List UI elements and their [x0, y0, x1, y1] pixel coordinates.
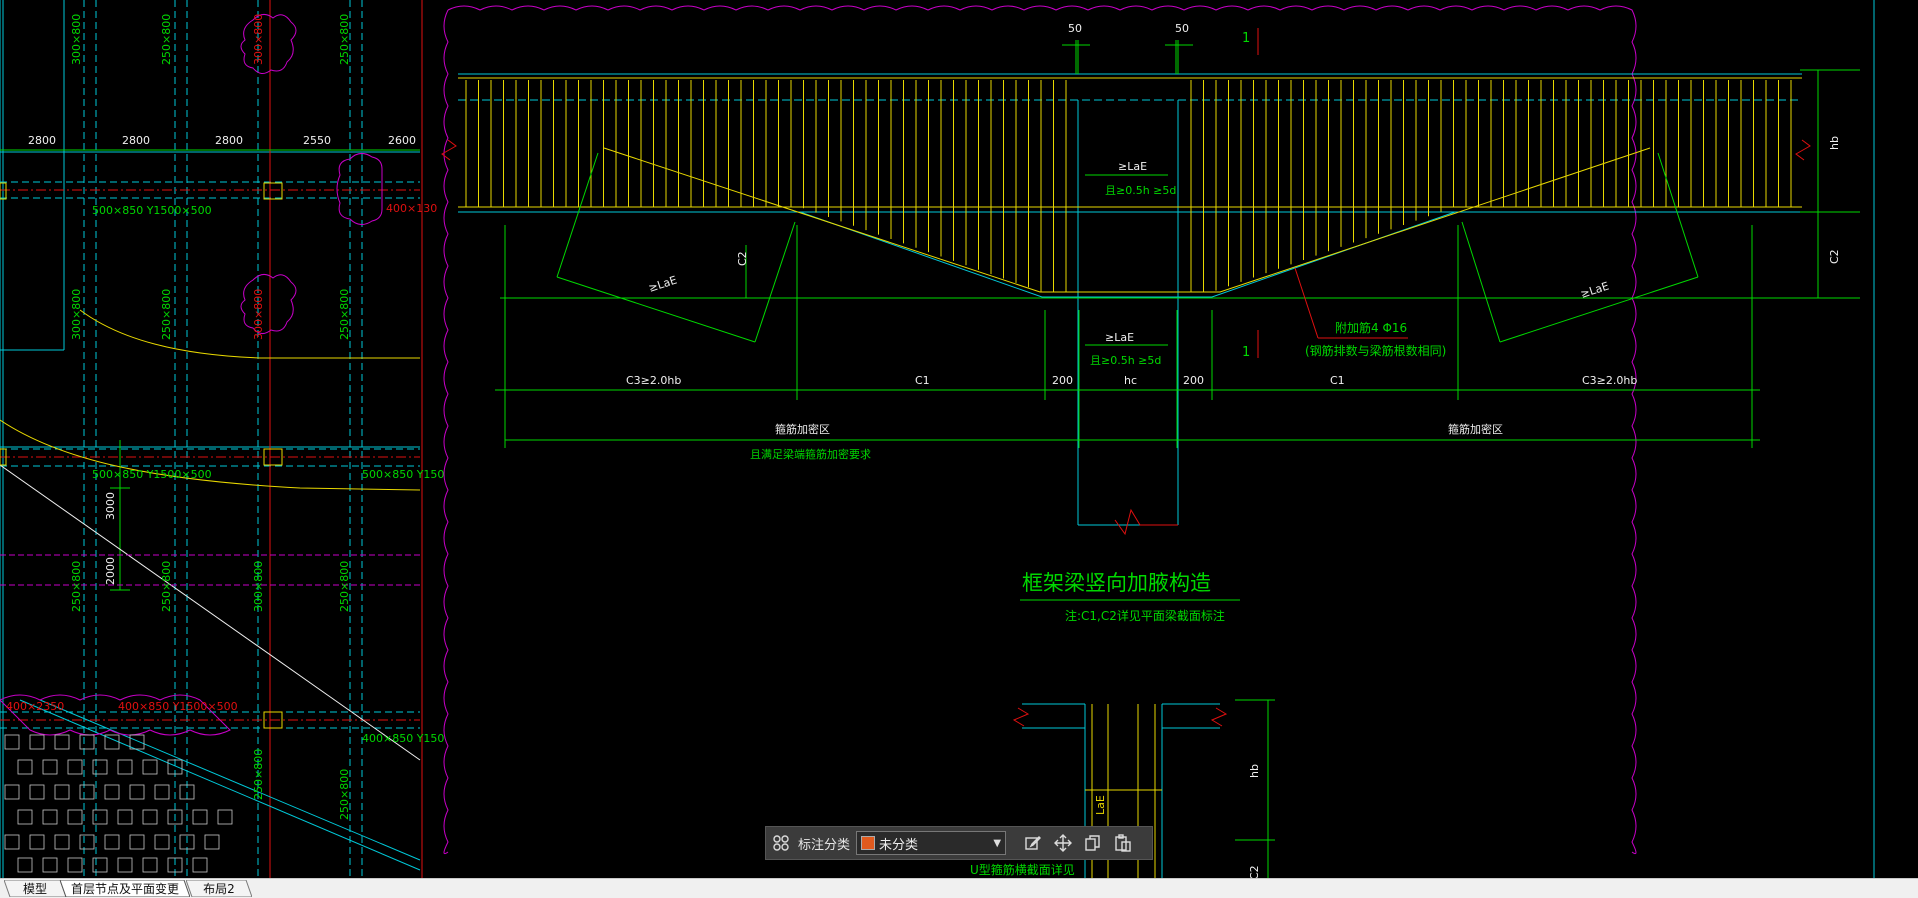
dim-c1-left: C1	[915, 374, 930, 387]
plan-label: 250×800	[160, 561, 173, 612]
plan-label: 250×800	[338, 289, 351, 340]
left-plan-labels: 300×800 250×800 300×800 250×800 2800 280…	[6, 14, 444, 820]
plan-label: 250×800	[252, 749, 265, 800]
tab-model[interactable]: 模型	[4, 880, 66, 897]
hb-label: hb	[1828, 136, 1841, 150]
grid-icon[interactable]	[766, 828, 796, 858]
plan-span: 2800	[28, 134, 56, 147]
left-plan	[0, 0, 423, 878]
annotation-category-label: 标注分类	[798, 837, 851, 853]
chevron-down-icon: ▼	[993, 837, 1002, 849]
tab-layout2[interactable]: 布局2	[186, 880, 252, 897]
cad-drawing-canvas[interactable]: 300×800 250×800 300×800 250×800 2800 280…	[0, 0, 1918, 878]
beam-tag: 400×850 Y150	[362, 732, 444, 745]
plan-span: 2800	[122, 134, 150, 147]
plan-span: 2600	[388, 134, 416, 147]
cad-drawing: 300×800 250×800 300×800 250×800 2800 280…	[0, 0, 1875, 878]
plan-label: 300×800	[70, 289, 83, 340]
lae-top-note: 且≥0.5h ≥5d	[1105, 184, 1176, 197]
plan-span: 2550	[303, 134, 331, 147]
copy-icon[interactable]	[1078, 828, 1108, 858]
layout-tab-bar: 模型 首层节点及平面变更 布局2	[0, 878, 1918, 898]
detail-labels: 50 50 1 1 hb C2 C2 ≥LaE 且≥0.5h ≥5d ≥LaE …	[626, 22, 1841, 878]
plan-dim: 3000	[104, 492, 117, 520]
section-mark-top: 1	[1242, 31, 1250, 46]
zone-left: 箍筋加密区	[775, 422, 830, 436]
detail-title: 框架梁竖向加腋构造	[1022, 571, 1211, 595]
plan-label: 250×800	[338, 769, 351, 820]
beam-haunch-detail	[441, 28, 1860, 878]
plan-label: 300×800	[70, 14, 83, 65]
dim-200-left: 200	[1052, 374, 1073, 387]
beam-tag: 500×850 Y150	[362, 468, 444, 481]
plan-label: 300×800	[252, 561, 265, 612]
plan-dim: 2000	[104, 557, 117, 585]
beam-tag: 400×850 Y1500×500	[118, 700, 238, 713]
plan-label: 300×800	[252, 289, 265, 340]
beam-tag: 400×2350	[6, 700, 64, 713]
plan-label: 300×800	[252, 14, 265, 65]
paste-icon[interactable]	[1108, 828, 1138, 858]
dim-hc: hc	[1124, 374, 1137, 387]
zone-right: 箍筋加密区	[1448, 422, 1503, 436]
dim-50-left: 50	[1068, 22, 1082, 35]
plan-label: 250×800	[70, 561, 83, 612]
detail-title-note: 注:C1,C2详见平面梁截面标注	[1065, 608, 1225, 623]
plan-span: 2800	[215, 134, 243, 147]
tab-first-floor-nodes-label: 首层节点及平面变更	[70, 882, 179, 896]
lower-hb: hb	[1248, 764, 1261, 778]
dim-50-right: 50	[1175, 22, 1189, 35]
beam-tag: 500×850 Y1500×500	[92, 468, 212, 481]
dim-c1-right: C1	[1330, 374, 1345, 387]
beam-tag: 500×850 Y1500×500	[92, 204, 212, 217]
revision-cloud-frame	[443, 5, 1637, 855]
dim-c3-left: C3≥2.0hb	[626, 374, 681, 387]
plan-label: 250×800	[160, 289, 173, 340]
tab-first-floor-nodes[interactable]: 首层节点及平面变更	[60, 880, 190, 897]
move-icon[interactable]	[1048, 828, 1078, 858]
dim-200-right: 200	[1183, 374, 1204, 387]
c2-left-label: C2	[736, 251, 749, 266]
edit-icon[interactable]	[1018, 828, 1048, 858]
dim-c3-right: C3≥2.0hb	[1582, 374, 1637, 387]
tab-layout2-label: 布局2	[203, 882, 235, 896]
lower-lae: LaE	[1094, 795, 1107, 815]
category-selected-value: 未分类	[879, 837, 919, 853]
rebar-note-2: (钢筋排数与梁筋根数相同)	[1305, 343, 1446, 358]
category-color-swatch	[861, 836, 876, 850]
lae-mid: ≥LaE	[1105, 331, 1134, 344]
annotation-category-select[interactable]: 未分类 ▼	[856, 831, 1007, 855]
zone-left-note: 且满足梁端箍筋加密要求	[750, 447, 871, 461]
plan-label: 250×800	[160, 14, 173, 65]
plan-label: 250×800	[338, 14, 351, 65]
lae-top: ≥LaE	[1118, 160, 1147, 173]
tab-model-label: 模型	[22, 882, 47, 896]
beam-tag: 400×130	[386, 202, 437, 215]
lower-caption: U型箍筋横截面详见	[970, 862, 1075, 877]
lae-left: ≥LaE	[647, 274, 679, 295]
plan-label: 250×800	[338, 561, 351, 612]
lae-mid-note: 且≥0.5h ≥5d	[1090, 354, 1161, 367]
annotation-toolbar: 标注分类 未分类 ▼	[765, 826, 1153, 860]
section-mark-mid: 1	[1242, 345, 1250, 360]
lower-c2: C2	[1248, 865, 1261, 878]
rebar-note-1: 附加筋4 Φ16	[1335, 320, 1407, 335]
c2-label: C2	[1828, 249, 1841, 264]
